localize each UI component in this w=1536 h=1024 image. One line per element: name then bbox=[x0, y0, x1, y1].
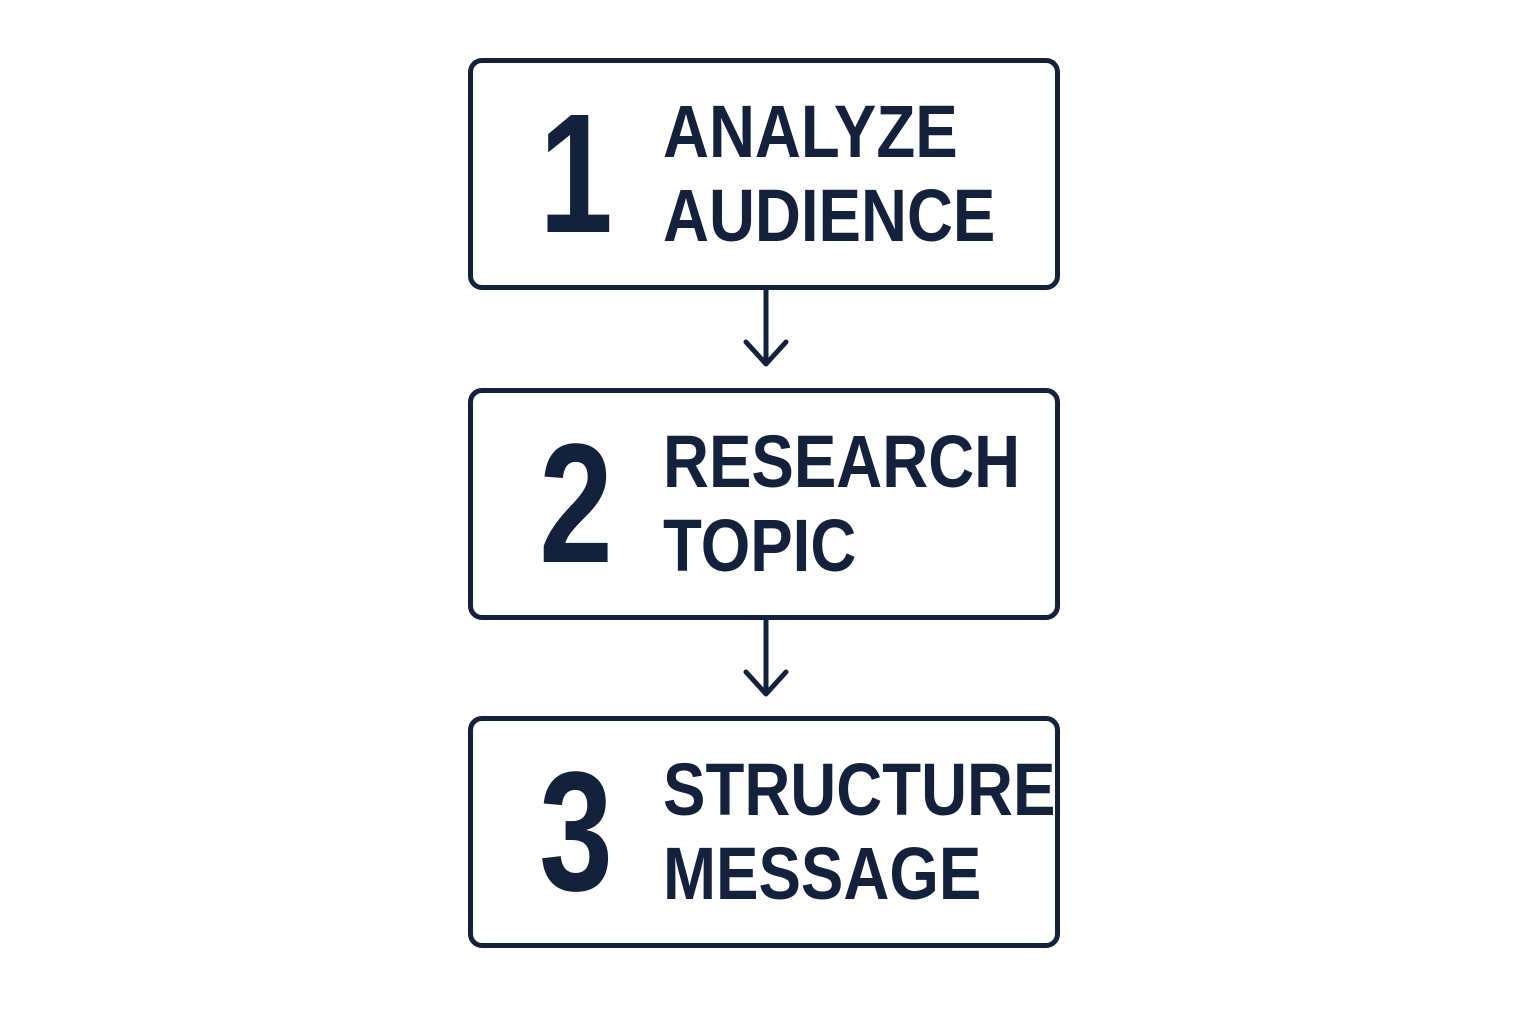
step-2-box: 2 RESEARCH TOPIC bbox=[468, 388, 1060, 620]
step-2-number: 2 bbox=[539, 409, 613, 599]
step-2-label-line-1: RESEARCH bbox=[663, 420, 1021, 503]
step-2-label-line-2: TOPIC bbox=[663, 504, 857, 587]
step-1-box: 1 ANALYZE AUDIENCE bbox=[468, 58, 1060, 290]
arrow-down-icon bbox=[743, 620, 789, 697]
step-3-number: 3 bbox=[539, 737, 613, 927]
step-1-label: ANALYZE AUDIENCE bbox=[663, 63, 1049, 285]
step-1-label-line-1: ANALYZE bbox=[663, 90, 958, 173]
step-3-label: STRUCTURE MESSAGE bbox=[663, 721, 1119, 943]
arrow-down-icon bbox=[743, 290, 789, 367]
step-3-label-line-1: STRUCTURE bbox=[663, 748, 1056, 831]
step-1-label-line-2: AUDIENCE bbox=[663, 174, 996, 257]
step-3-label-line-2: MESSAGE bbox=[663, 832, 982, 915]
step-3-box: 3 STRUCTURE MESSAGE bbox=[468, 716, 1060, 948]
step-2-label: RESEARCH TOPIC bbox=[663, 393, 1078, 615]
step-1-number: 1 bbox=[539, 79, 613, 269]
